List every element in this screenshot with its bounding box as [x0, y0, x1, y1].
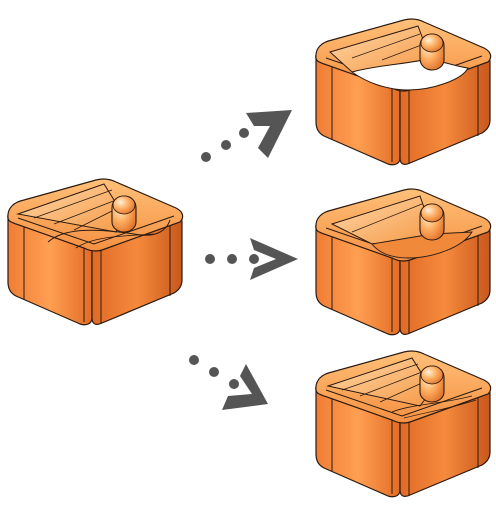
- dotted-arrow-icon-middle: [205, 238, 298, 280]
- variant-middle-block: [315, 188, 492, 336]
- variant-bottom-block: [315, 350, 492, 498]
- variant-top-block: [315, 18, 492, 166]
- dotted-arrow-icon-bottom: [189, 355, 268, 410]
- dotted-arrow-icon-top: [201, 110, 292, 162]
- source-block: [7, 178, 184, 326]
